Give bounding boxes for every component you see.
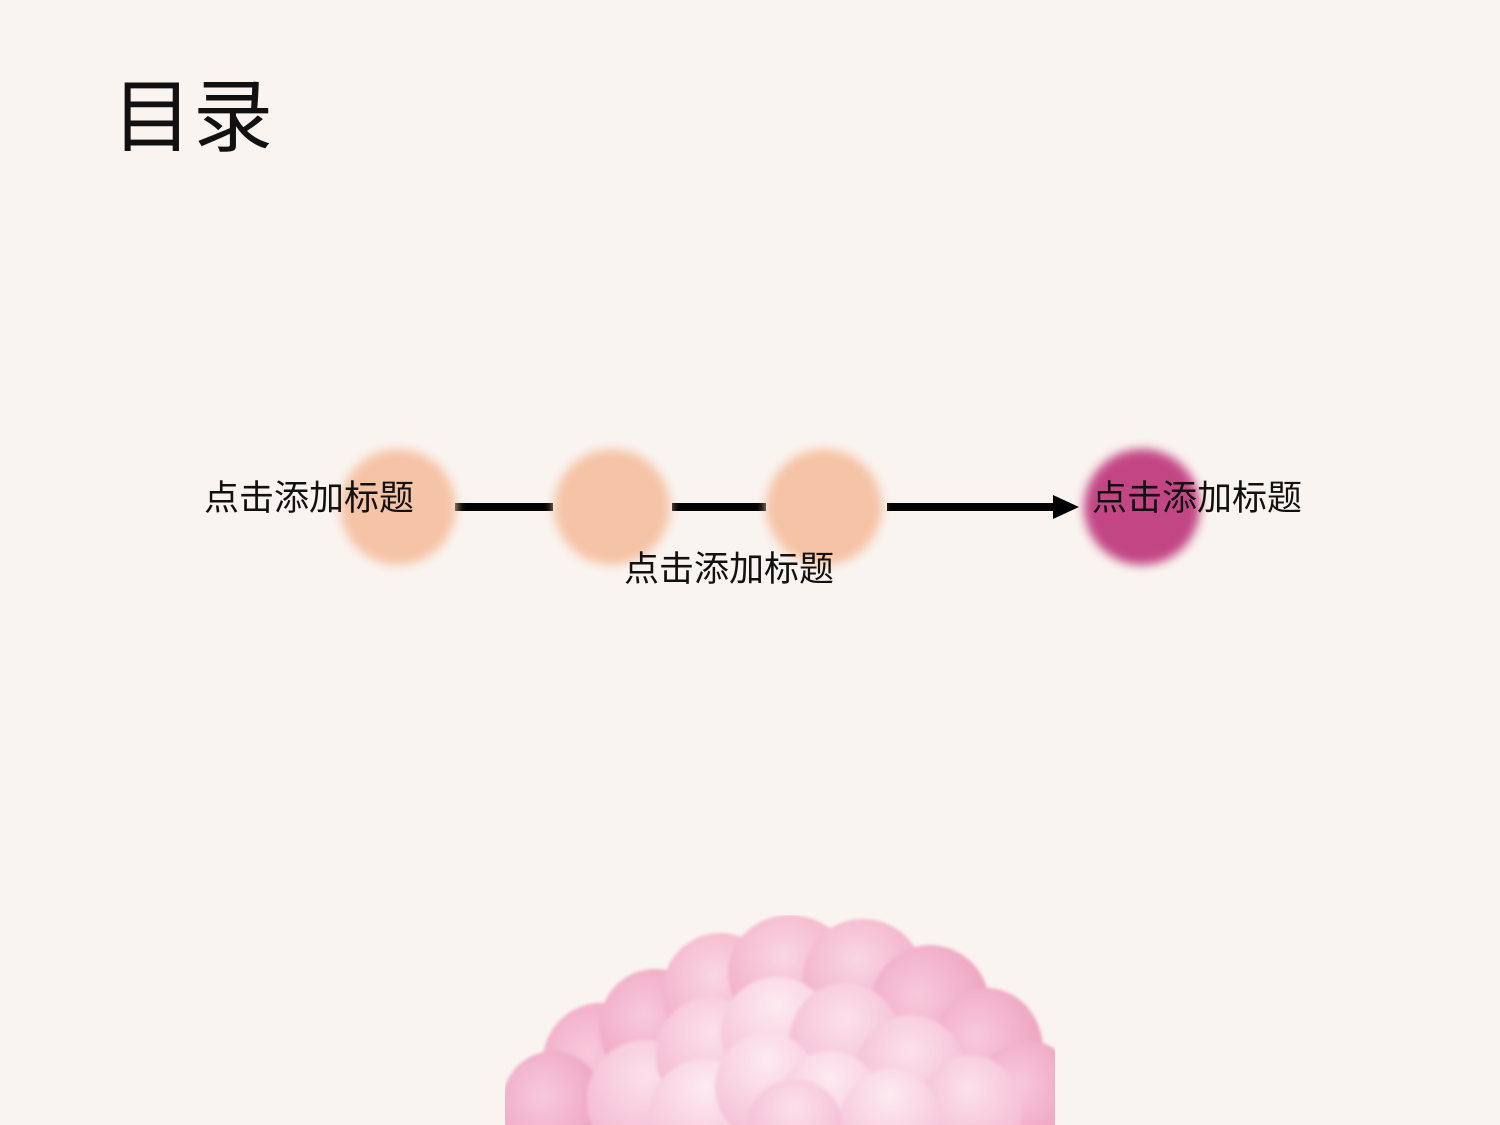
arrow-head-icon	[1053, 495, 1079, 519]
process-node-4[interactable]	[1084, 449, 1200, 565]
page-title: 目录	[112, 73, 274, 162]
process-node-label-3[interactable]: 点击添加标题	[624, 550, 835, 589]
process-node-1[interactable]	[340, 449, 456, 565]
connector-line-2	[672, 503, 766, 511]
process-node-label-1[interactable]: 点击添加标题	[204, 479, 415, 518]
flower-decoration-image	[505, 915, 1055, 1125]
process-node-3[interactable]	[766, 449, 882, 565]
connector-line-1	[455, 503, 553, 511]
connector-line-3	[887, 503, 1055, 511]
process-node-2[interactable]	[554, 449, 670, 565]
process-node-label-4[interactable]: 点击添加标题	[1092, 479, 1303, 518]
